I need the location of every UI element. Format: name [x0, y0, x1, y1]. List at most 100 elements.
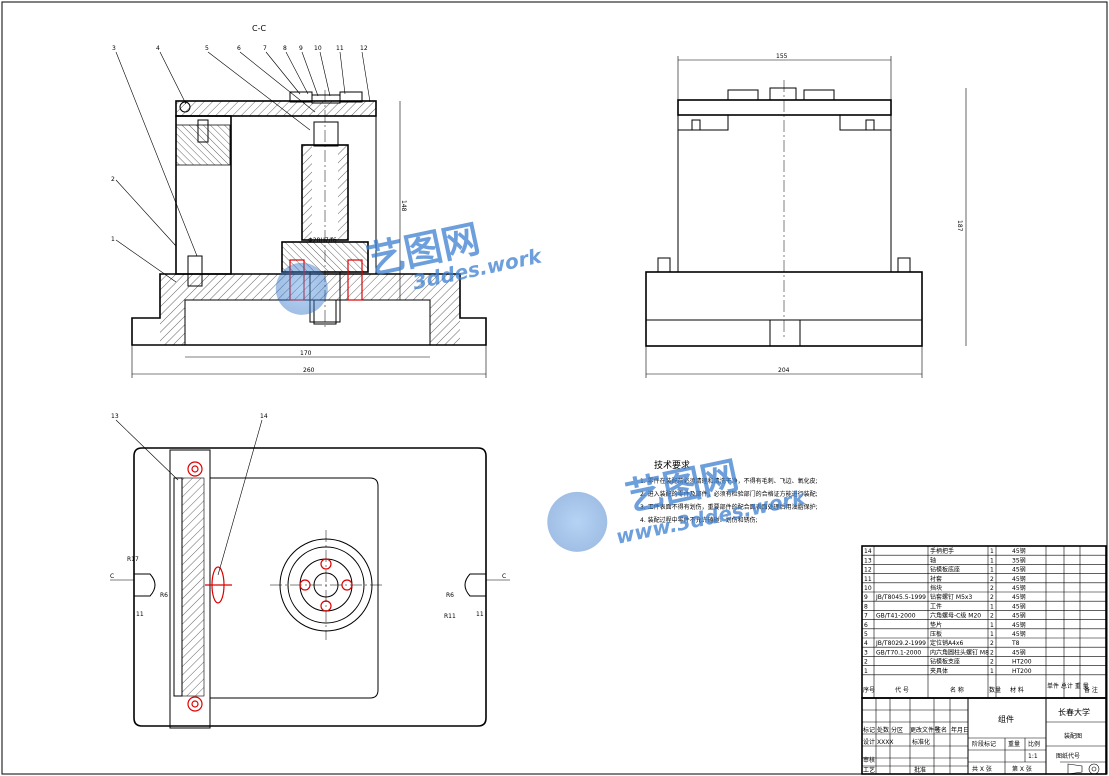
bom-cell-name: 衬套 [930, 575, 942, 583]
callout-3: 3 [112, 45, 116, 52]
bom-cell-std: JB/T8029.2-1999 [875, 640, 926, 647]
bom-cell-no: 10 [864, 585, 872, 592]
bom-cell-name: 工件 [930, 602, 942, 610]
bom-cell-no: 4 [864, 640, 868, 647]
plan-view: C C R17 R6 R6 R11 11 11 13 14 [110, 413, 510, 729]
bom-cell-name: 六角螺母-C级 M20 [930, 612, 981, 620]
tb-sheet-no: 第 X 张 [1012, 765, 1032, 773]
callout-11: 11 [336, 45, 344, 52]
bom-cell-qty: 1 [990, 603, 994, 610]
bom-cell-qty: 2 [990, 576, 994, 583]
tb-weight-label: 重量 [1008, 740, 1020, 748]
bom-header-note: 备 注 [1084, 686, 1098, 694]
tb-approve: 批准 [914, 766, 926, 774]
section-label: C-C [252, 24, 266, 33]
bom-cell-mat: 45钢 [1012, 602, 1026, 610]
callout-13: 13 [111, 413, 119, 420]
bom-cell-mat: 45钢 [1012, 593, 1026, 601]
tb-col-change: 更改文件号 [910, 726, 940, 734]
dim-r17: R17 [127, 556, 139, 563]
bom-cell-mat: 35钢 [1012, 556, 1026, 564]
section-c-left: C [110, 573, 114, 580]
bom-cell-qty: 2 [990, 594, 994, 601]
bom-cell-std: GB/T70.1-2000 [876, 649, 921, 656]
bom-cell-no: 9 [864, 594, 868, 601]
bom-cell-mat: 45钢 [1012, 648, 1026, 656]
tech-item-3: 3. 工件表面不得有划伤，重要部件的配合面表面处理后用油脂保护; [640, 503, 818, 511]
callout-4: 4 [156, 45, 160, 52]
front-section-view: C-C Φ28H7/f6 [111, 24, 487, 378]
bom-cell-qty: 1 [990, 548, 994, 555]
callout-1: 1 [111, 236, 115, 243]
tb-design-date: XXXX [877, 739, 893, 746]
bom-cell-std: JB/T8045.5-1999 [875, 594, 926, 601]
bom-cell-name: 压板 [930, 630, 942, 638]
watermark-lower: 艺图网 www.3ddes.work [547, 453, 809, 552]
bom-header-mat: 材 料 [1010, 686, 1024, 694]
dim-side-height: 187 [956, 220, 963, 232]
bom-cell-mat: 45钢 [1012, 621, 1026, 629]
tech-item-1: 1. 零件在装配前必须清理和清洗干净，不得有毛刺、飞边、氧化皮; [640, 477, 818, 485]
side-view: 155 204 187 [645, 53, 967, 378]
dim-11-left: 11 [136, 611, 144, 618]
bom-cell-mat: HT200 [1012, 668, 1032, 675]
dim-front-width: 260 [303, 367, 315, 374]
callout-8: 8 [283, 45, 287, 52]
bom-cell-mat: HT200 [1012, 659, 1032, 666]
bom-cell-mat: 45钢 [1012, 547, 1026, 555]
bom-cell-qty: 2 [990, 613, 994, 620]
callout-12: 12 [360, 45, 368, 52]
callout-7: 7 [263, 45, 267, 52]
dim-11-right: 11 [476, 611, 484, 618]
bom-cell-name: 夹具体 [930, 667, 948, 675]
bom-cell-no: 2 [864, 659, 868, 666]
bom-cell-qty: 2 [990, 649, 994, 656]
bom-cell-qty: 2 [990, 585, 994, 592]
bom-cell-no: 11 [864, 576, 872, 583]
dim-r6-left: R6 [160, 592, 168, 599]
bom-cell-qty: 1 [990, 668, 994, 675]
bom-cell-name: 钻模板底座 [930, 566, 960, 574]
bom-cell-no: 3 [864, 649, 868, 656]
bom-cell-no: 14 [864, 548, 872, 555]
dim-side-top: 155 [776, 53, 788, 60]
bom-cell-name: 垫片 [930, 621, 942, 629]
bom-cell-std: GB/T41-2000 [876, 613, 916, 620]
tb-label-mark: 标记 [863, 726, 875, 734]
bom-cell-mat: 45钢 [1012, 584, 1026, 592]
callout-2: 2 [111, 176, 115, 183]
dim-front-height: 148 [400, 200, 407, 212]
callout-5: 5 [205, 45, 209, 52]
tb-col-date: 年月日 [951, 726, 969, 734]
dim-r11: R11 [444, 613, 456, 620]
bom-cell-mat: 45钢 [1012, 566, 1026, 574]
projection-symbol-icon [1067, 763, 1100, 775]
bom-header-weight: 单件 总计 重 量 [1047, 682, 1089, 690]
tb-col-sign: 签名 [935, 726, 947, 734]
bom-cell-no: 7 [864, 613, 868, 620]
bore-fit-label: Φ28H7/f6 [308, 237, 337, 244]
bom-cell-no: 5 [864, 631, 868, 638]
callout-9: 9 [299, 45, 303, 52]
title-block: 标记 设计 审核 工艺 处数 分区 更改文件号 签名 年月日 XXXX 标准化 … [861, 697, 1107, 775]
tb-sheets: 共 X 张 [972, 765, 992, 773]
bom-cell-mat: 45钢 [1012, 575, 1026, 583]
callout-6: 6 [237, 45, 241, 52]
tb-stage: 阶段标记 [972, 740, 996, 748]
tech-requirements: 技术要求 1. 零件在装配前必须清理和清洗干净，不得有毛刺、飞边、氧化皮; 2.… [640, 459, 818, 524]
tb-drawing-name: 装配图 [1064, 732, 1082, 740]
tb-std: 标准化 [912, 738, 930, 746]
tb-assembly: 组件 [998, 714, 1014, 724]
tb-col-zone: 分区 [891, 726, 903, 734]
bom-header-name: 名 称 [950, 686, 964, 694]
callout-10: 10 [314, 45, 322, 52]
bom-cell-name: 钻套螺钉 M5x3 [930, 593, 972, 601]
tb-label-review: 审核 [863, 756, 875, 764]
dim-r6-right: R6 [446, 592, 454, 599]
bom-cell-qty: 1 [990, 631, 994, 638]
bom-cell-no: 12 [864, 567, 872, 574]
bom-cell-no: 1 [864, 668, 868, 675]
tech-title: 技术要求 [654, 459, 690, 471]
